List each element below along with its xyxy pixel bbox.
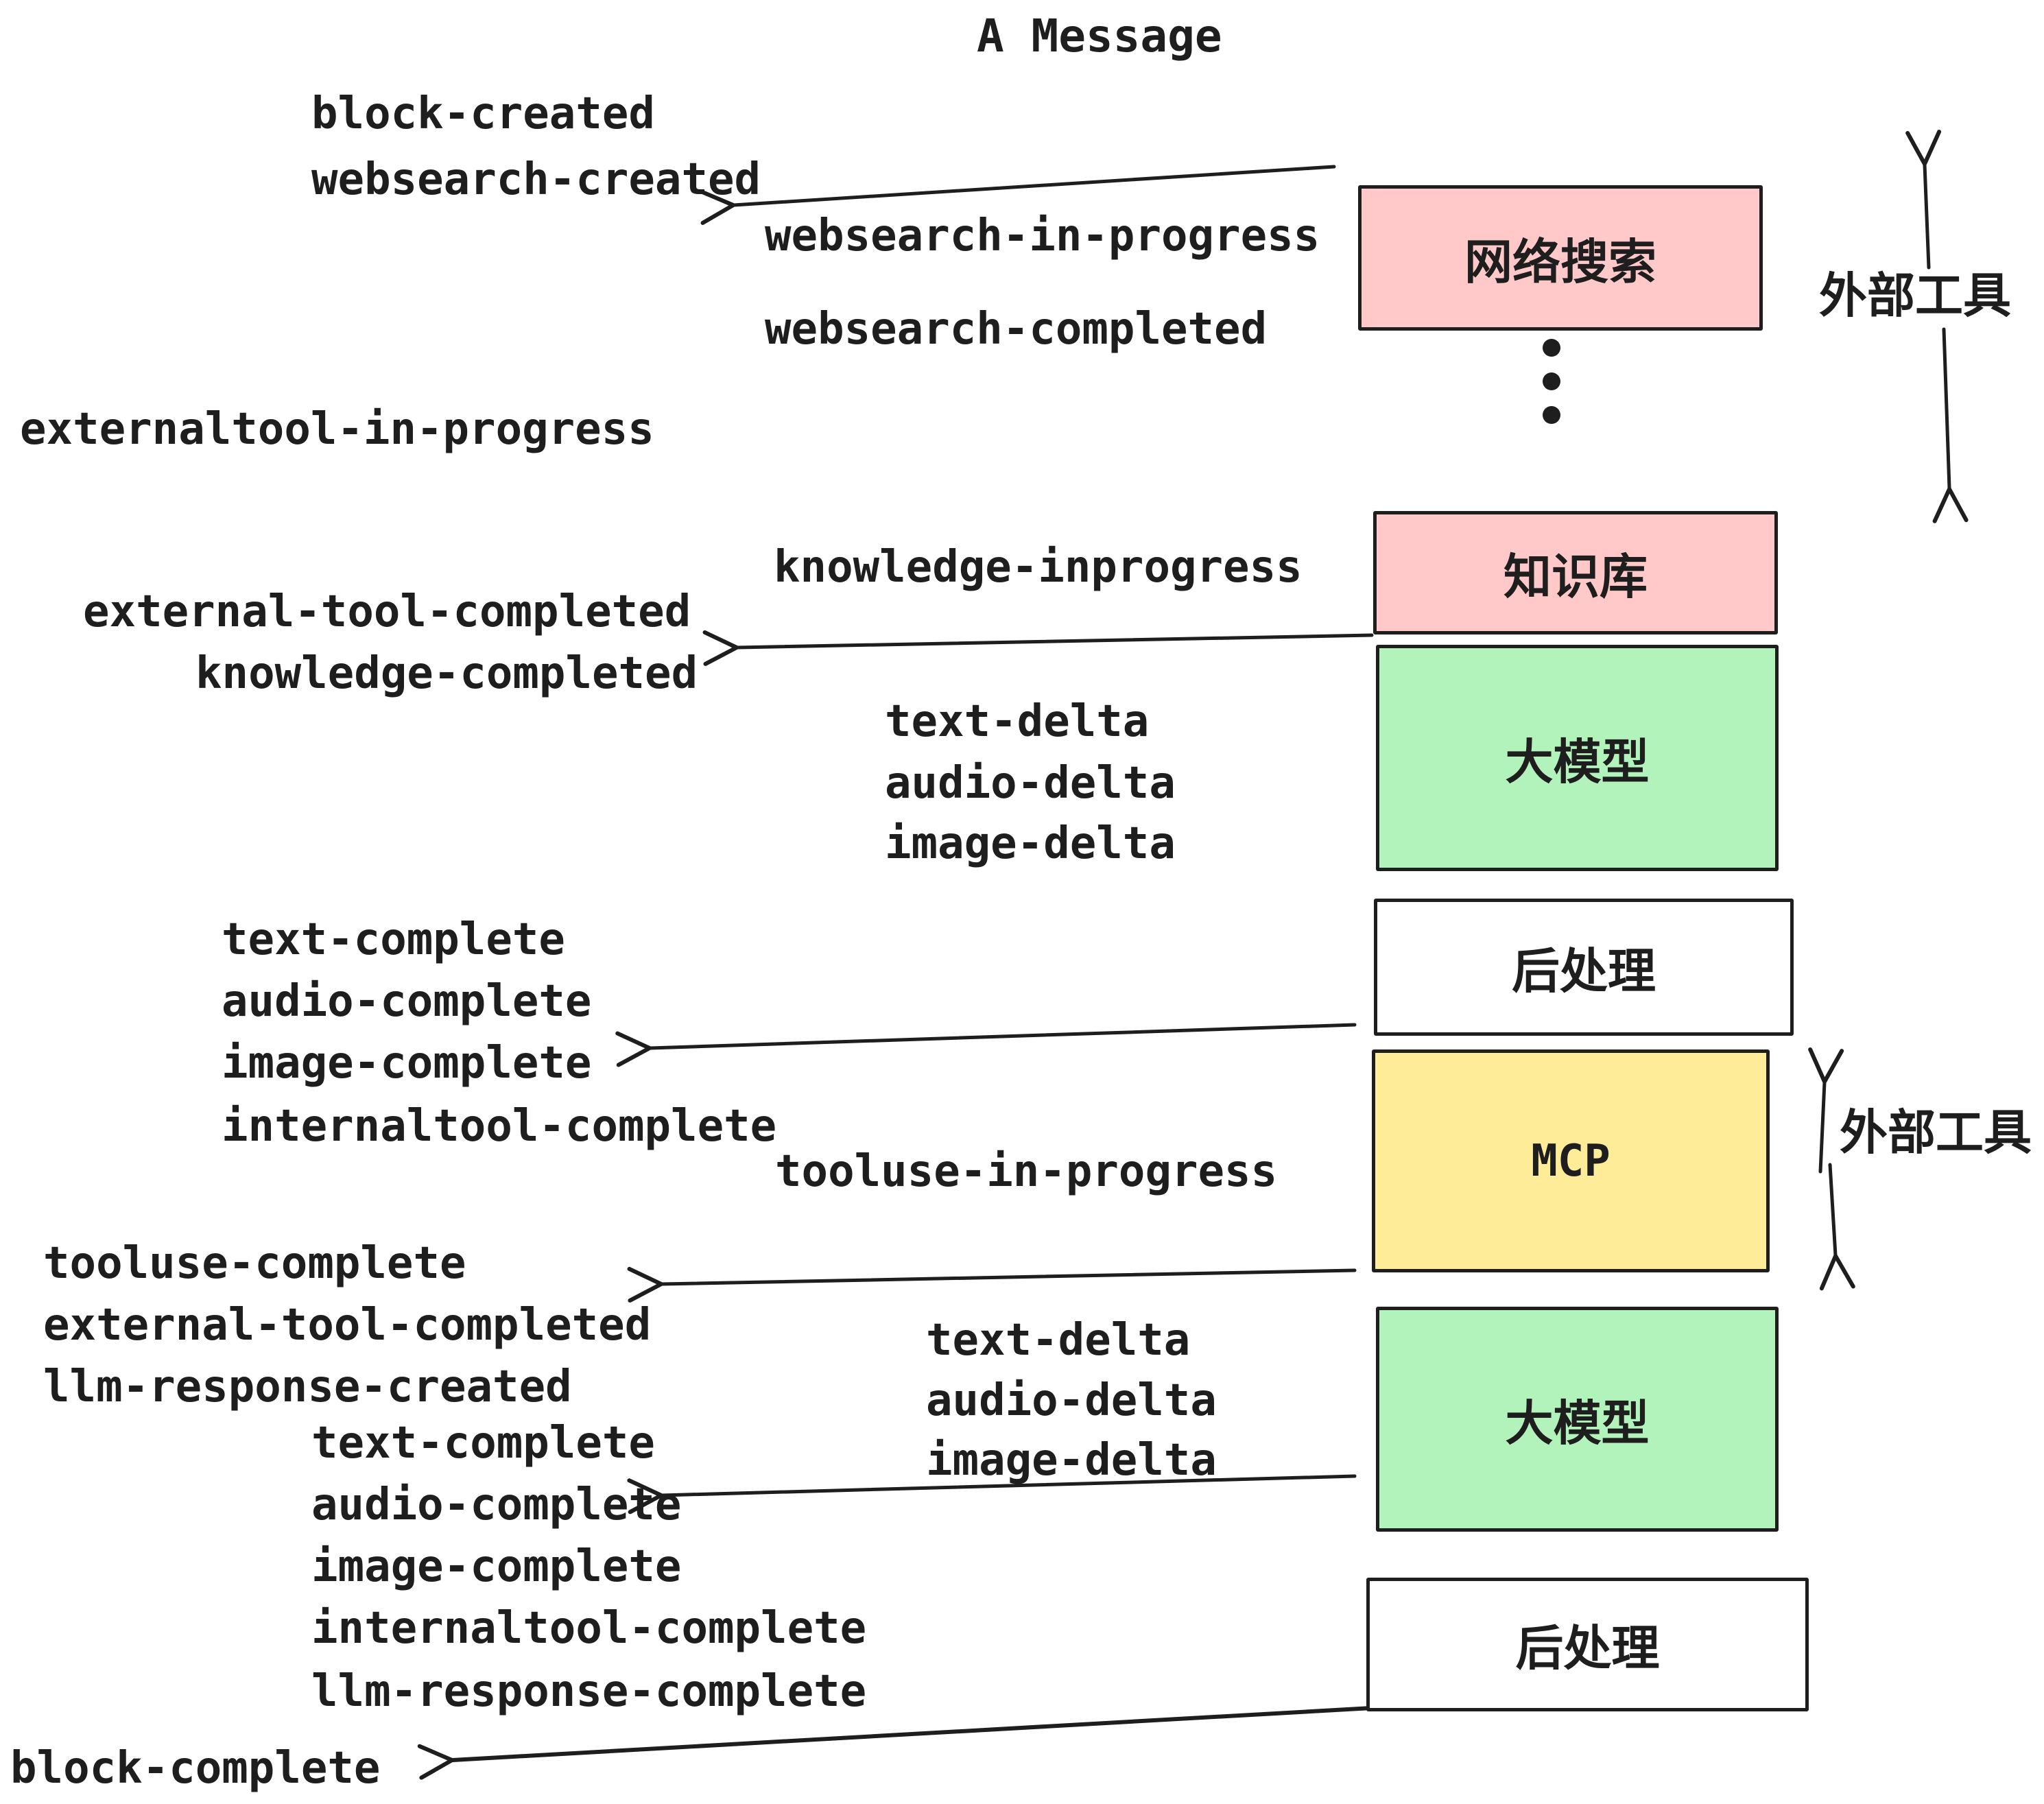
arrow-external-tools-down-1 (1932, 327, 1969, 523)
arrow-external-tools-down-2 (1819, 1163, 1855, 1291)
event-tooluse-in-progress: tooluse-in-progress (775, 1146, 1278, 1197)
node-postprocess-1-label: 后处理 (1512, 944, 1656, 998)
external-tools-annotation-1: 外部工具 (1819, 269, 2011, 322)
event-block-complete: block-complete (10, 1743, 381, 1794)
event-audio-delta-1: audio-delta (885, 758, 1176, 809)
arrow-block-complete (417, 1706, 1374, 1780)
node-llm-2-label: 大模型 (1505, 1396, 1650, 1450)
arrow-image-complete (615, 1023, 1357, 1067)
event-text-delta-2: text-delta (926, 1315, 1191, 1366)
node-mcp-label: MCP (1531, 1135, 1611, 1187)
node-knowledge-base: 知识库 (1373, 511, 1778, 634)
arrow-audio-complete (627, 1474, 1357, 1515)
arrow-knowledge-completed (702, 630, 1374, 666)
event-llm-response-created: llm-response-created (43, 1362, 572, 1412)
node-postprocess-2-label: 后处理 (1515, 1622, 1660, 1675)
node-mcp: MCP (1372, 1049, 1770, 1272)
event-image-delta-1: image-delta (885, 818, 1176, 869)
event-knowledge-completed: knowledge-completed (195, 648, 698, 699)
node-llm-1: 大模型 (1376, 645, 1779, 871)
event-text-complete-1: text-complete (222, 914, 565, 965)
event-audio-complete-1: audio-complete (222, 976, 592, 1027)
node-llm-2: 大模型 (1376, 1307, 1779, 1532)
event-image-complete-1: image-complete (222, 1038, 592, 1089)
diagram-title: A Message (977, 10, 1222, 62)
event-externaltool-in-progress: externaltool-in-progress (20, 404, 654, 455)
event-websearch-in-progress: websearch-in-progress (765, 211, 1320, 261)
node-postprocess-1: 后处理 (1374, 899, 1794, 1036)
event-text-complete-2: text-complete (311, 1418, 655, 1469)
ellipsis-dots-icon (1543, 339, 1560, 424)
node-llm-1-label: 大模型 (1505, 735, 1650, 789)
event-websearch-completed: websearch-completed (765, 304, 1268, 355)
event-internaltool-complete-2: internaltool-complete (311, 1603, 867, 1654)
event-knowledge-inprogress: knowledge-inprogress (774, 542, 1303, 593)
event-audio-delta-2: audio-delta (926, 1375, 1217, 1426)
event-llm-response-complete: llm-response-complete (311, 1666, 867, 1717)
event-block-created: block-created (311, 88, 655, 139)
event-external-tool-completed-1: external-tool-completed (83, 586, 691, 637)
arrow-tooluse-complete (627, 1266, 1357, 1303)
event-internaltool-complete-1: internaltool-complete (222, 1101, 777, 1152)
arrow-external-tools-up-2 (1808, 1047, 1844, 1174)
event-audio-complete-2: audio-complete (311, 1480, 682, 1530)
arrow-websearch-created (698, 165, 1336, 225)
node-websearch: 网络搜索 (1358, 185, 1763, 331)
event-text-delta-1: text-delta (885, 696, 1150, 747)
arrow-external-tools-up-1 (1905, 130, 1942, 270)
external-tools-annotation-2: 外部工具 (1840, 1106, 2032, 1159)
event-image-complete-2: image-complete (311, 1541, 682, 1592)
event-websearch-created: websearch-created (311, 154, 761, 205)
node-postprocess-2: 后处理 (1366, 1578, 1809, 1711)
event-image-delta-2: image-delta (926, 1435, 1217, 1486)
node-websearch-label: 网络搜索 (1464, 235, 1656, 289)
event-tooluse-complete: tooluse-complete (43, 1238, 466, 1289)
event-external-tool-completed-2: external-tool-completed (43, 1300, 652, 1351)
node-knowledge-base-label: 知识库 (1504, 549, 1648, 604)
